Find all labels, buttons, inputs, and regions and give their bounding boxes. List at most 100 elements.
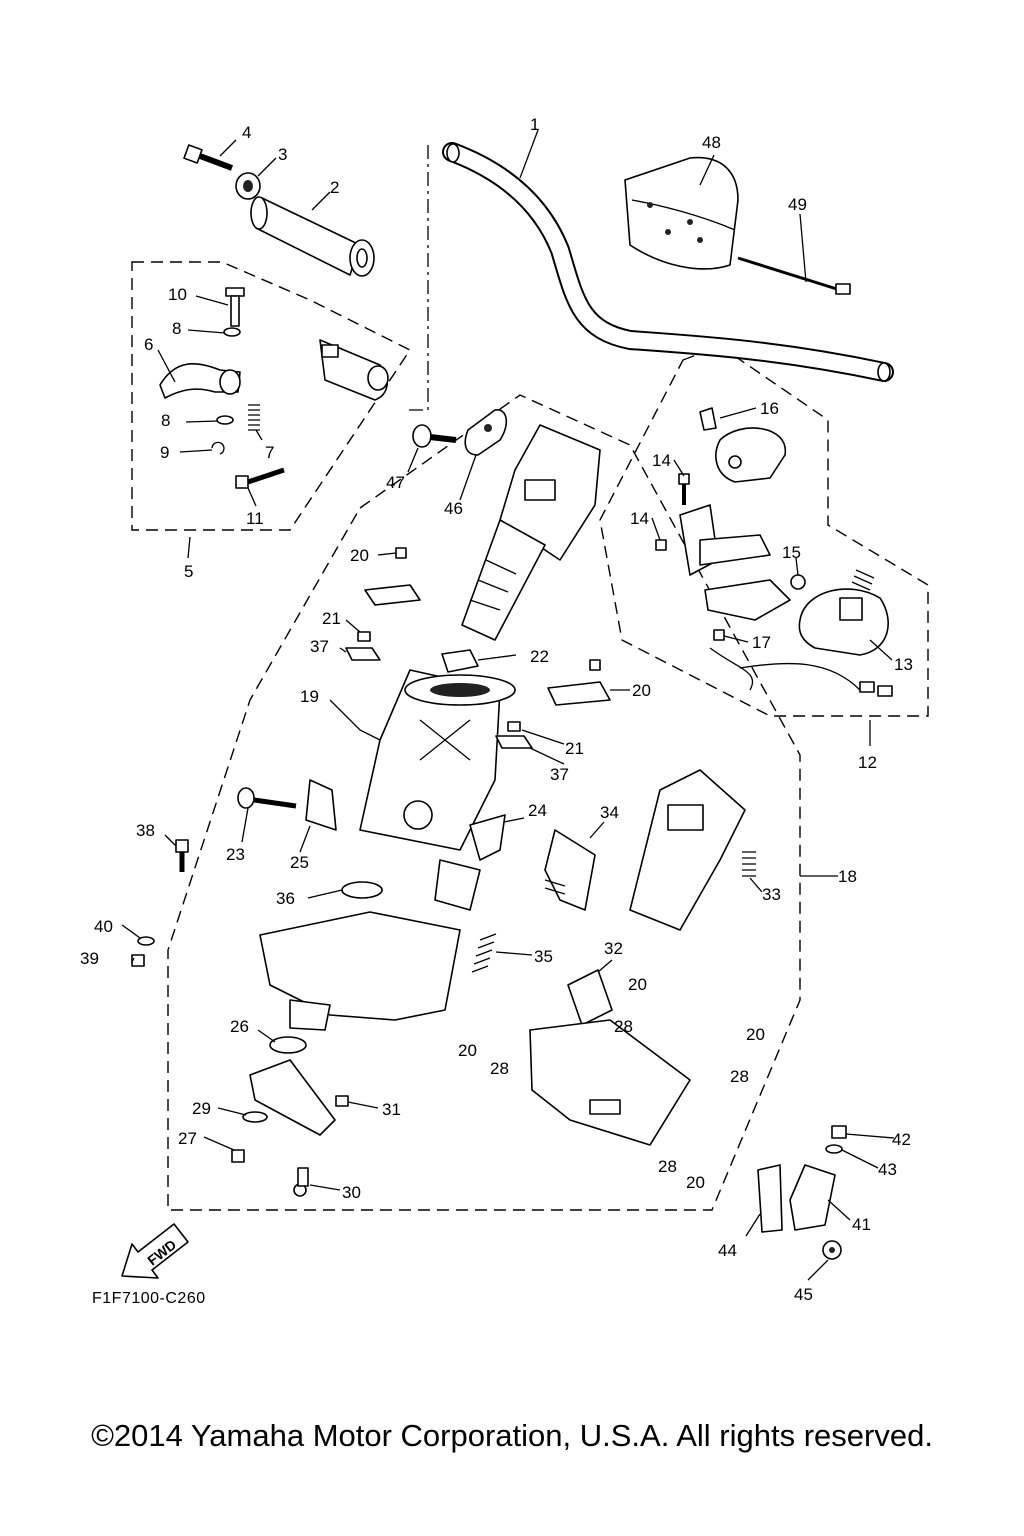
callout-28c: 28: [730, 1067, 749, 1086]
callout-1: 1: [530, 115, 539, 134]
callout-8b: 8: [161, 411, 170, 430]
callout-3: 3: [278, 145, 287, 164]
arm-29: [249, 1059, 336, 1136]
callout-9: 9: [160, 443, 169, 462]
callout-18: 18: [838, 867, 857, 886]
nut-31: [335, 1095, 349, 1107]
bracket-46: [464, 409, 508, 456]
callout-39: 39: [80, 949, 99, 968]
callout-10: 10: [168, 285, 187, 304]
spring-7: [248, 404, 260, 431]
callout-28b: 28: [490, 1059, 509, 1078]
plate-37b: [495, 735, 533, 749]
bolt-27: [231, 1149, 245, 1163]
lever-34: [544, 829, 596, 911]
callout-37a: 37: [310, 637, 329, 656]
base-bracket: [529, 1019, 691, 1146]
callout-6: 6: [144, 335, 153, 354]
collar: [235, 172, 261, 200]
group-12-outline: [599, 345, 929, 717]
pin-10: [225, 287, 245, 327]
callout-5: 5: [184, 562, 193, 581]
bushing-36: [341, 881, 383, 899]
spring-35: [471, 933, 497, 973]
callout-8a: 8: [172, 319, 181, 338]
callout-28a: 28: [614, 1017, 633, 1036]
switch-body: [679, 504, 791, 621]
group-5-outline: [131, 261, 412, 531]
throttle-lever: [159, 363, 241, 399]
callout-48: 48: [702, 133, 721, 152]
cover-18: [629, 769, 746, 931]
nut-39: [131, 954, 145, 967]
screw-14a: [678, 473, 690, 505]
callout-20a: 20: [350, 546, 369, 565]
callout-33: 33: [762, 885, 781, 904]
bolt-4: [183, 144, 234, 171]
callout-19: 19: [300, 687, 319, 706]
parts-diagram: 1 2 3 4 5 6 7 8 8 9 10 11 12 13 14 14 15…: [80, 115, 929, 1304]
fwd-arrow-icon: FWD: [121, 1223, 189, 1279]
callout-41: 41: [852, 1215, 871, 1234]
callout-32: 32: [604, 939, 623, 958]
washer-8b: [216, 415, 234, 425]
switch-housing: [715, 427, 786, 483]
clamp-22: [441, 649, 479, 673]
callout-20c: 20: [628, 975, 647, 994]
bracket-41: [789, 1164, 836, 1231]
screw-11: [235, 467, 285, 489]
handlebar-pad: [624, 156, 739, 270]
callout-17: 17: [752, 633, 771, 652]
plug-16: [699, 407, 717, 431]
nut-21b: [507, 721, 521, 732]
callout-26: 26: [230, 1017, 249, 1036]
screw-17: [709, 629, 754, 691]
callout-20b: 20: [632, 681, 651, 700]
actuator-24: [434, 814, 506, 911]
spring-33: [742, 851, 756, 877]
washer-29: [242, 1111, 268, 1123]
callout-23: 23: [226, 845, 245, 864]
callout-44: 44: [718, 1241, 737, 1260]
callout-31: 31: [382, 1100, 401, 1119]
callout-35: 35: [534, 947, 553, 966]
callout-12: 12: [858, 753, 877, 772]
column-housing-19: [359, 669, 516, 851]
clip-9: [211, 441, 225, 455]
callout-40: 40: [94, 917, 113, 936]
callout-22: 22: [530, 647, 549, 666]
cable-tie: [737, 256, 851, 295]
lever-housing: [319, 339, 389, 401]
handlebar-ref-line: [405, 145, 429, 411]
callout-29: 29: [192, 1099, 211, 1118]
bolt-38: [175, 839, 189, 872]
steering-column: [461, 424, 601, 641]
washer-40: [137, 936, 155, 946]
nut-45: [822, 1240, 842, 1260]
bolt-23: [237, 787, 297, 809]
callout-30: 30: [342, 1183, 361, 1202]
callout-7: 7: [265, 443, 274, 462]
callout-11: 11: [246, 509, 264, 528]
callout-43: 43: [878, 1160, 897, 1179]
callout-21a: 21: [322, 609, 341, 628]
screw-14b: [655, 539, 667, 551]
nut-42: [831, 1125, 847, 1139]
bolt-47: [412, 424, 457, 448]
plate-37a: [345, 647, 381, 661]
callout-14a: 14: [652, 451, 671, 470]
callout-38: 38: [136, 821, 155, 840]
callout-13: 13: [894, 655, 913, 674]
nut-21a: [357, 631, 371, 642]
grommet-15: [790, 574, 806, 590]
callout-28d: 28: [658, 1157, 677, 1176]
callout-2: 2: [330, 178, 339, 197]
callout-36: 36: [276, 889, 295, 908]
callout-4: 4: [242, 123, 251, 142]
washer-8a: [223, 327, 241, 337]
callout-labels: 1 2 3 4 5 6 7 8 8 9 10 11 12 13 14 14 15…: [80, 115, 913, 1304]
ball-joint-30: [293, 1167, 309, 1197]
callout-20d: 20: [746, 1025, 765, 1044]
grip: [250, 196, 375, 277]
bracket-20-right: [547, 659, 611, 706]
